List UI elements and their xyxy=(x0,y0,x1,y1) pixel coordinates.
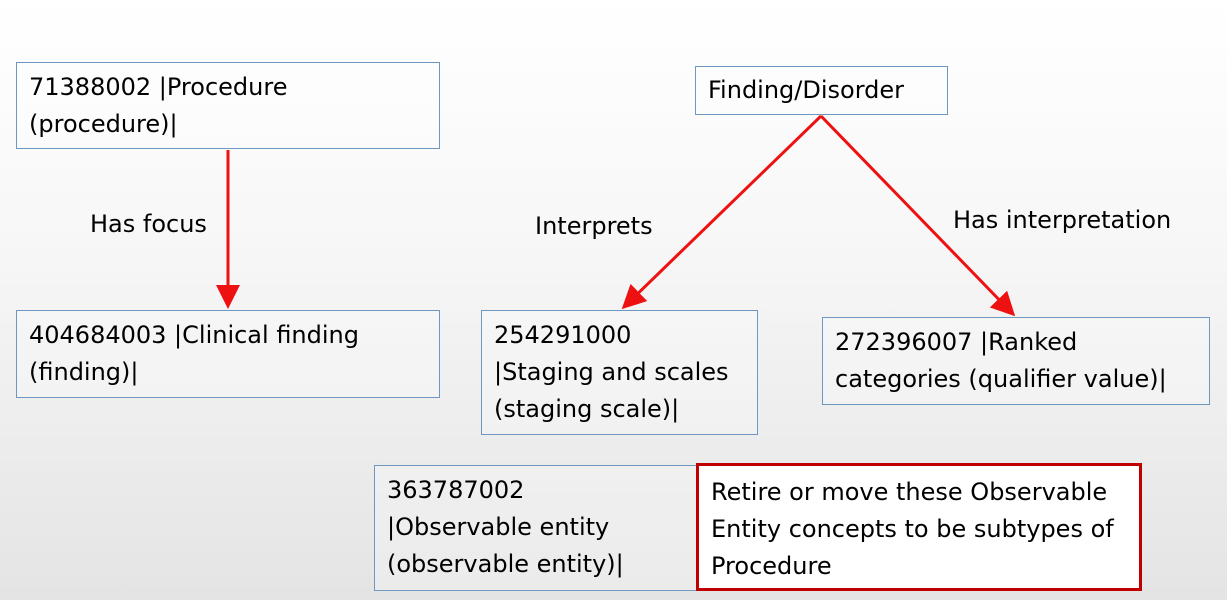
ranked-categories-node: 272396007 |Ranked categories (qualifier … xyxy=(822,317,1210,405)
has-interpretation-label: Has interpretation xyxy=(953,206,1172,234)
node-line: |Staging and scales xyxy=(494,358,729,386)
clinical-finding-node: 404684003 |Clinical finding (finding)| xyxy=(16,310,440,398)
has-focus-label: Has focus xyxy=(90,210,207,238)
interprets-arrow xyxy=(621,114,823,310)
node-line: 404684003 |Clinical finding xyxy=(29,321,359,349)
note-line: Procedure xyxy=(711,552,832,580)
node-line: (finding)| xyxy=(29,358,139,386)
procedure-node: 71388002 |Procedure (procedure)| xyxy=(16,62,440,149)
staging-scales-node: 254291000 |Staging and scales (staging s… xyxy=(481,310,758,435)
node-line: categories (qualifier value)| xyxy=(835,365,1167,393)
node-line: |Observable entity xyxy=(387,513,610,541)
has-interpretation-arrow xyxy=(819,114,1016,317)
node-line: 272396007 |Ranked xyxy=(835,328,1078,356)
node-line: 363787002 xyxy=(387,476,525,504)
node-line: 71388002 |Procedure xyxy=(29,73,288,101)
note-line: Retire or move these Observable xyxy=(711,478,1108,506)
finding-disorder-node: Finding/Disorder xyxy=(695,66,948,115)
note-line: Entity concepts to be subtypes of xyxy=(711,515,1114,543)
node-line: (observable entity)| xyxy=(387,550,624,578)
node-line: Finding/Disorder xyxy=(708,76,905,104)
retire-note: Retire or move these Observable Entity c… xyxy=(696,463,1142,591)
interprets-label: Interprets xyxy=(535,212,653,240)
node-line: (procedure)| xyxy=(29,110,178,138)
node-line: (staging scale)| xyxy=(494,395,680,423)
node-line: 254291000 xyxy=(494,321,632,349)
observable-entity-node: 363787002 |Observable entity (observable… xyxy=(374,465,704,591)
